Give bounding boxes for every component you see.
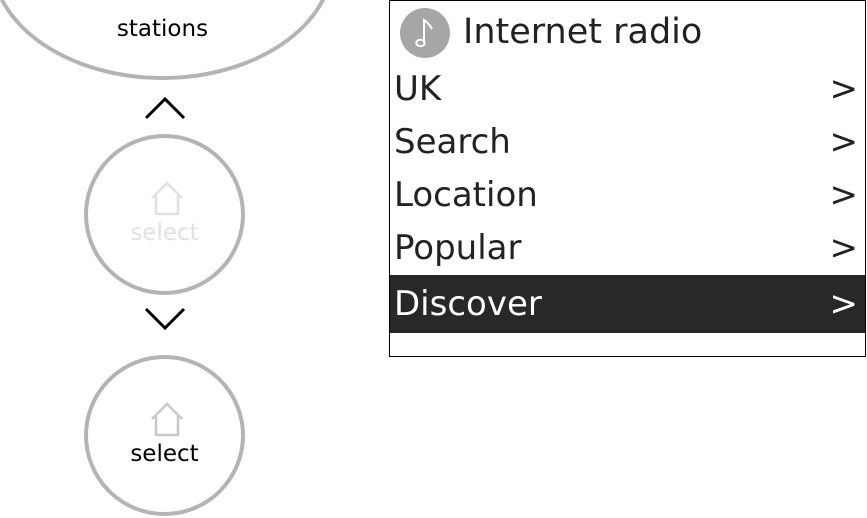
select-label: select — [130, 441, 199, 467]
select-button-inactive[interactable]: select — [84, 134, 245, 295]
menu-item-location[interactable]: Location > — [390, 169, 865, 222]
station-menu: UK > Search > Location > Popular > Disco… — [390, 63, 865, 333]
menu-item-label: UK — [394, 69, 442, 109]
menu-item-discover[interactable]: Discover > — [390, 275, 865, 333]
home-icon — [151, 181, 183, 216]
menu-item-arrow: > — [829, 284, 859, 324]
stations-label: stations — [116, 16, 209, 42]
display-title: Internet radio — [463, 12, 703, 52]
menu-item-search[interactable]: Search > — [390, 116, 865, 169]
menu-item-arrow: > — [829, 175, 859, 215]
menu-item-arrow: > — [829, 228, 859, 268]
stations-button[interactable]: stations — [0, 0, 335, 80]
menu-item-label: Location — [394, 175, 538, 215]
select-label-dim: select — [130, 220, 199, 246]
menu-item-arrow: > — [829, 122, 859, 162]
home-icon — [151, 402, 183, 437]
display-header: Internet radio — [390, 1, 865, 63]
menu-item-label: Search — [394, 122, 511, 162]
menu-item-arrow: > — [829, 69, 859, 109]
menu-item-popular[interactable]: Popular > — [390, 222, 865, 275]
chevron-down-icon[interactable] — [143, 306, 187, 332]
menu-item-uk[interactable]: UK > — [390, 63, 865, 116]
music-note-icon — [400, 8, 450, 58]
menu-item-label: Discover — [394, 284, 542, 324]
radio-display: Internet radio UK > Search > Location > … — [389, 0, 866, 357]
chevron-up-icon[interactable] — [143, 95, 187, 121]
select-button[interactable]: select — [84, 355, 245, 516]
menu-item-label: Popular — [394, 228, 522, 268]
